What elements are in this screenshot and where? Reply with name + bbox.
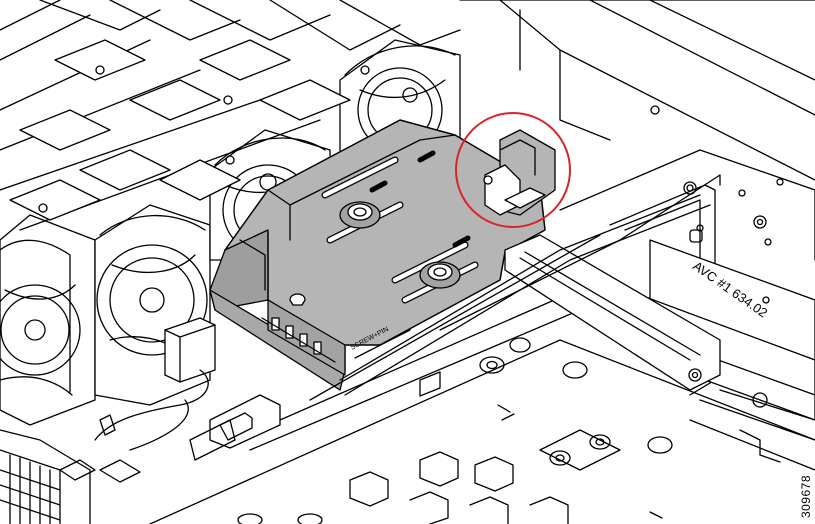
fan-module (0, 214, 96, 426)
riser-bracket: SCREW+PIN (209, 119, 556, 391)
highlight-circle (455, 112, 571, 228)
figure-number: 309678 (799, 474, 813, 518)
riser-bar (309, 174, 721, 401)
heatsink (0, 429, 91, 524)
motherboard-components (0, 317, 281, 524)
